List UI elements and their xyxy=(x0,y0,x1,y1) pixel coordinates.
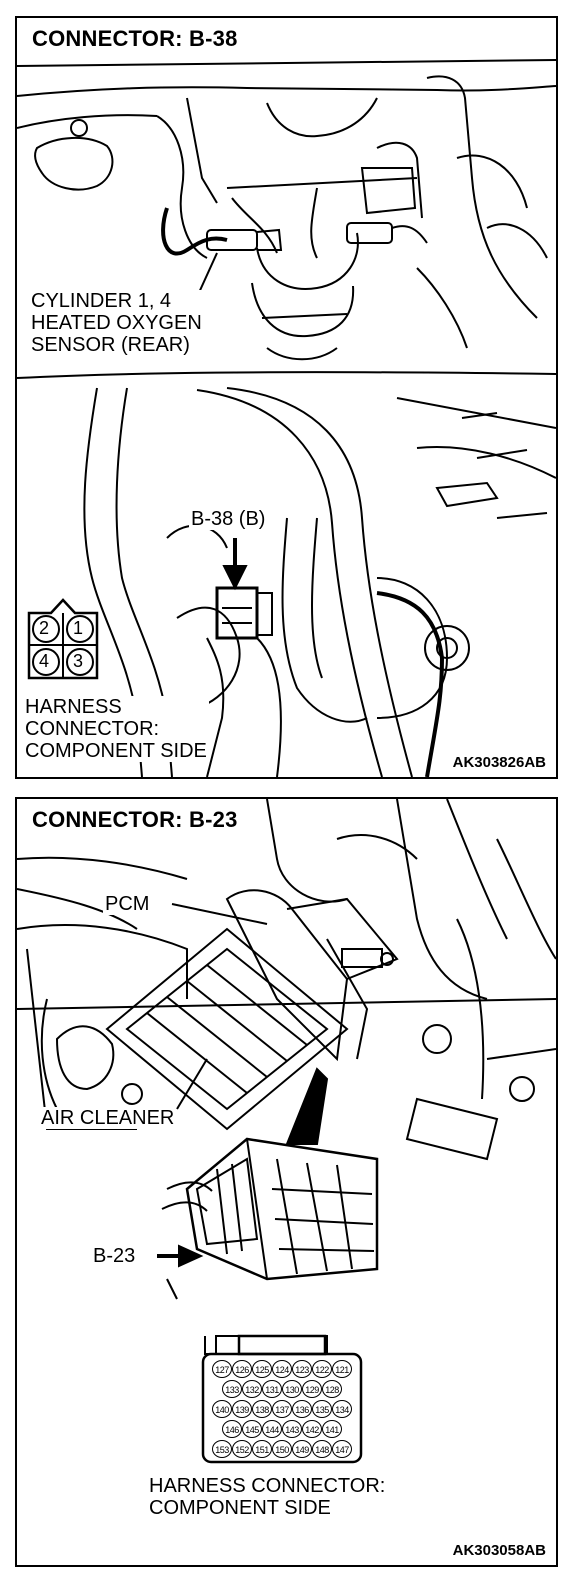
figure-code: AK303058AB xyxy=(450,1542,548,1559)
pin-label: 148 xyxy=(312,1440,332,1458)
pin-label: 126 xyxy=(232,1360,252,1378)
pin-label: 144 xyxy=(262,1420,282,1438)
sensor-label: CYLINDER 1, 4 HEATED OXYGEN SENSOR (REAR… xyxy=(29,290,204,356)
pin-label: 136 xyxy=(292,1400,312,1418)
pin-label: 129 xyxy=(302,1380,322,1398)
sensor-label-line-2: HEATED OXYGEN xyxy=(31,312,202,334)
pin-label: 137 xyxy=(272,1400,292,1418)
pin-label: 140 xyxy=(212,1400,232,1418)
connector-title: CONNECTOR: B-38 xyxy=(29,26,241,52)
pin-label: 133 xyxy=(222,1380,242,1398)
pin-label: 131 xyxy=(262,1380,282,1398)
pin-label: 121 xyxy=(332,1360,352,1378)
pin-label: 125 xyxy=(252,1360,272,1378)
pin-label: 149 xyxy=(292,1440,312,1458)
pin-row: 140 139 138 137 136 135 134 xyxy=(205,1399,359,1419)
air-cleaner-label: AIR CLEANER xyxy=(39,1107,177,1129)
pin-label: 139 xyxy=(232,1400,252,1418)
pin-row: 133 132 131 130 129 128 xyxy=(205,1379,359,1399)
harness-label-line-3: COMPONENT SIDE xyxy=(25,740,207,762)
pin-label: 123 xyxy=(292,1360,312,1378)
harness-label-line-1: HARNESS CONNECTOR: xyxy=(149,1475,386,1497)
pin-grid: 127 126 125 124 123 122 121 133 132 131 … xyxy=(205,1359,359,1459)
pin-label: 143 xyxy=(282,1420,302,1438)
pin-label: 153 xyxy=(212,1440,232,1458)
b23-callout: B-23 xyxy=(91,1245,138,1267)
pin-label: 147 xyxy=(332,1440,352,1458)
connector-b38-panel: CONNECTOR: B-38 CYLINDER 1, 4 HEATED OXY… xyxy=(15,16,558,779)
pin-label: 135 xyxy=(312,1400,332,1418)
connector-callout: B-38 (B) xyxy=(189,508,268,530)
harness-label-line-2: COMPONENT SIDE xyxy=(149,1497,331,1519)
pin-label: 134 xyxy=(332,1400,352,1418)
connector-b23-panel: CONNECTOR: B-23 PCM AIR CLEANER B-23 127… xyxy=(15,797,558,1567)
pin-label: 151 xyxy=(252,1440,272,1458)
pin-label: 4 xyxy=(39,651,50,671)
pin-label: 145 xyxy=(242,1420,262,1438)
pin-label: 2 xyxy=(39,618,50,638)
harness-label-line-2: CONNECTOR: xyxy=(25,718,160,740)
pin-label: 142 xyxy=(302,1420,322,1438)
engine-bay-illustration-b23 xyxy=(17,799,556,1464)
pin-row: 153 152 151 150 149 148 147 xyxy=(205,1439,359,1459)
pin-label: 146 xyxy=(222,1420,242,1438)
pin-label: 138 xyxy=(252,1400,272,1418)
pin-label: 152 xyxy=(232,1440,252,1458)
pin-label: 141 xyxy=(322,1420,342,1438)
harness-connector-label: HARNESS CONNECTOR: COMPONENT SIDE xyxy=(23,696,209,762)
pin-label: 1 xyxy=(73,618,84,638)
pin-label: 122 xyxy=(312,1360,332,1378)
pin-label: 3 xyxy=(73,651,84,671)
pin-diagram: 2 1 4 3 xyxy=(29,600,99,680)
pin-label: 127 xyxy=(212,1360,232,1378)
connector-title: CONNECTOR: B-23 xyxy=(29,807,241,833)
figure-code: AK303826AB xyxy=(450,754,548,771)
pin-label: 130 xyxy=(282,1380,302,1398)
pin-label: 150 xyxy=(272,1440,292,1458)
pcm-label: PCM xyxy=(103,893,152,915)
sensor-label-line-1: CYLINDER 1, 4 xyxy=(31,290,172,312)
sensor-label-line-3: SENSOR (REAR) xyxy=(31,334,190,356)
pin-label: 132 xyxy=(242,1380,262,1398)
engine-bay-illustration-b38 xyxy=(17,59,556,777)
pin-row: 127 126 125 124 123 122 121 xyxy=(205,1359,359,1379)
pin-label: 124 xyxy=(272,1360,292,1378)
pin-row: 146 145 144 143 142 141 xyxy=(205,1419,359,1439)
harness-label-line-1: HARNESS xyxy=(25,696,122,718)
harness-connector-label: HARNESS CONNECTOR: COMPONENT SIDE xyxy=(147,1475,388,1519)
pin-label: 128 xyxy=(322,1380,342,1398)
